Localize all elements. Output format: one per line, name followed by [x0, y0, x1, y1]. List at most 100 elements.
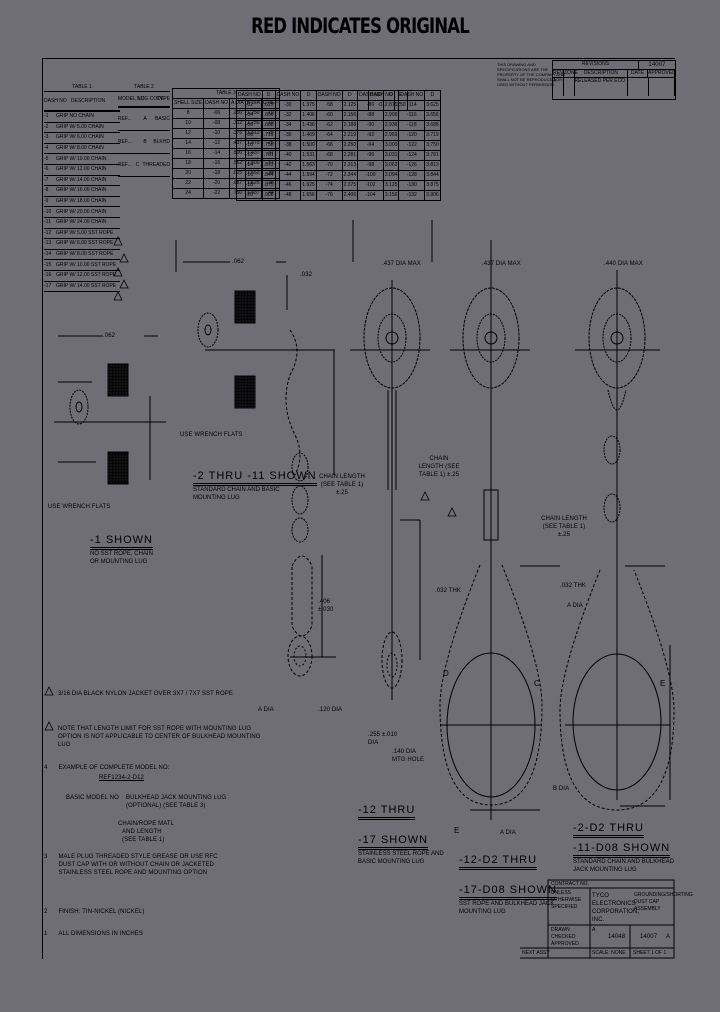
- chain-length-callout-3: CHAIN LENGTH (SEE TABLE 1) ±.25: [541, 516, 587, 538]
- dim-440-dia: .440 DIA MAX: [604, 261, 643, 267]
- tb-cage: 14048: [608, 934, 626, 940]
- dim-dia-a-view2: A DIA: [258, 707, 274, 713]
- dim-032-thk-2: .032 THK: [560, 583, 587, 589]
- wrench-flats-callout-2: USE WRENCH FLATS: [180, 432, 243, 438]
- drawing-frame: [42, 58, 675, 959]
- table5-cell: .250: [393, 100, 408, 111]
- revisions-cell: [649, 78, 675, 96]
- tb-sheet: SHEET 1 OF 1: [633, 950, 667, 956]
- tb-rev: A: [666, 934, 671, 940]
- dim-032-thk: .032 THK: [435, 588, 462, 594]
- revisions-header: DATE: [628, 70, 648, 77]
- revisions-cell: A: [553, 78, 564, 96]
- dim-062-view2: .062: [232, 259, 245, 265]
- tb-scale: SCALE: NONE: [592, 950, 626, 956]
- note-5: NOTE THAT LENGTH LIMIT FOR SST ROPE WITH…: [58, 726, 261, 748]
- note-6: 3/16 DIA BLACK NYLON JACKET OVER 3X7 / 7…: [58, 691, 233, 697]
- dim-437-dia: .437 DIA MAX: [382, 261, 421, 267]
- tb-tolerances: UNLESS OTHERWISE SPECIFIED: [551, 890, 582, 910]
- tb-size: A: [592, 927, 596, 933]
- view-label-2-11: -2 THRU -11 SHOWN STANDARD CHAIN AND BAS…: [193, 470, 317, 501]
- wrench-flats-callout-1: USE WRENCH FLATS: [48, 504, 111, 510]
- table3-cell: 24: [171, 188, 205, 199]
- revisions-cell: [628, 78, 649, 96]
- dim-255: .255 ±.010 DIA: [368, 732, 398, 746]
- table4-cell: -20: [236, 190, 263, 201]
- table4-cell: 3.906: [424, 190, 441, 201]
- revisions-header: APPROVED: [648, 70, 676, 77]
- dim-a-dia: A DIA: [567, 603, 583, 609]
- dim-140-dia: .140 DIA MTG HOLE: [392, 749, 425, 763]
- red-indicates-original-stamp: RED INDICATES ORIGINAL: [251, 14, 470, 38]
- titleblock-lines: [520, 879, 675, 959]
- table4-cell: -132: [398, 190, 426, 201]
- label-e: E: [454, 826, 460, 835]
- tb-title: GROUNDING/SHORTING DUST CAP ASSEMBLY: [634, 892, 693, 912]
- view-2-11-geometry: [175, 240, 336, 677]
- chain-length-callout-2: CHAIN LENGTH (SEE TABLE 1) ±.25: [418, 456, 460, 478]
- view-2-d2-geometry: [520, 270, 675, 811]
- dim-062-view1: .062: [103, 333, 116, 339]
- revisions-title: REVISIONS: [581, 61, 610, 67]
- label-b-dia: B DIA: [553, 786, 570, 792]
- view-label-12-d2: -12-D2 THRU -17-D08 SHOWN SST ROPE AND B…: [459, 854, 557, 915]
- revisions-header: REV: [553, 70, 564, 77]
- table-2-header-type: TYPE: [156, 95, 170, 102]
- view-label-1: -1 SHOWN NO SST ROPE, CHAIN OR MOUNTING …: [90, 534, 153, 565]
- table5-cell: -01: [368, 100, 395, 111]
- table3-cell: -22: [203, 188, 230, 199]
- dim-437-dia-2: .437 DIA MAX: [482, 261, 521, 267]
- view-label-12-17: -12 THRU -17 SHOWN STAINLESS STEEL ROPE …: [358, 804, 444, 865]
- tb-approved: APPROVED: [551, 941, 579, 947]
- table-2-header-model: MODEL NO: [118, 95, 145, 102]
- table5-row: -01.250: [368, 100, 408, 111]
- label-c: C: [534, 679, 540, 688]
- chain-length-callout: CHAIN LENGTH (SEE TABLE 1) ±.25: [319, 474, 365, 496]
- note-1: 1 ALL DIMENSIONS IN INCHES: [44, 931, 143, 937]
- revisions-header: ZONE: [564, 70, 578, 77]
- tb-contract: CONTRACT NO.: [551, 881, 589, 887]
- revisions-cell: RELEASED PER ECO: [575, 78, 629, 96]
- revisions-dwg-no: 14007: [638, 61, 675, 69]
- dim-032: .032: [300, 272, 313, 278]
- tb-dwg-no: 14007: [640, 934, 658, 940]
- tb-checked: CHECKED: [551, 934, 576, 940]
- tb-drawn: DRAWN: [551, 927, 570, 933]
- note-4: 4 EXAMPLE OF COMPLETE MODEL NO: REF1234-…: [44, 765, 227, 843]
- tb-next-assy: NEXT ASSY: [522, 950, 550, 956]
- table-1-header-desc: DESCRIPTION: [70, 97, 106, 104]
- table-1-header-dash: DASH NO: [44, 97, 67, 104]
- view-12-17-geometry: [350, 220, 433, 700]
- dim-120-dia: .120 DIA: [318, 707, 343, 713]
- note-2: 2 FINISH: TIN-NICKEL (NICKEL): [44, 909, 145, 915]
- table-2-title: TABLE 2: [118, 84, 170, 92]
- note-3: 3 MALE PLUG THREADED STYLE GREASE OR USE…: [44, 854, 218, 876]
